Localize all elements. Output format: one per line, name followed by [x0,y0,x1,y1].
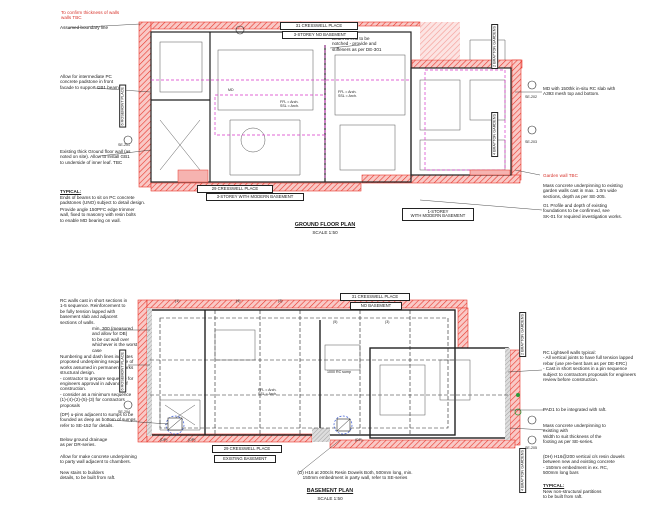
section-mark: SE-204 [118,410,130,414]
tag-31-cresswell-basement: 31 CRESSWELL PLACE [340,293,410,301]
note-pad1: PAD1 to be integrated with raft. [543,407,607,412]
typical-note-basement: TYPICAL: New non-structural partitions t… [543,478,653,505]
typical-body: New non-structural partitions to be buil… [543,488,602,500]
basement-plan-title: BASEMENT PLAN [306,488,354,494]
tag-dp-1: (DP) [160,438,168,442]
sequence-number: (5) [333,320,338,324]
tag-ffl-basement: FFL = Arch. SSL = Arch. [258,388,277,397]
sequence-number: (1) [175,299,180,303]
section-mark: SE-202 [525,95,537,99]
note-rc-lightwell: RC Lightwell walls typical: - All vertic… [543,350,636,383]
note-make-concrete: Allow for make concrete underpinning to … [60,454,137,465]
basement-plan [100,299,546,473]
label-rosemont-basement: 6 ROSEMONT PLACE [119,350,127,393]
label-brayton-2-ground: 2 BRAYTON GARDENS [491,24,499,70]
note-rc-wall-cast: RC walls cast in short sections in 1-5 s… [60,298,128,325]
note-existing-wall: Existing thick Ground floor wall (as not… [60,149,131,165]
tag-31-cresswell: 31 CRESSWELL PLACE [280,22,358,30]
note-min-dims: min. 300 (measured and allow for DB) to … [92,326,138,353]
tag-sump: 1000 RC sump [327,370,351,374]
sequence-number: (4) [236,299,241,303]
note-boundary-line: Assumed boundary line [60,25,109,30]
tag-ffl-right: FFL = Arch. SSL = Arch. [338,90,357,99]
note-precast-lintel: Provide angle 150PFC edge trimmer wall, … [60,207,136,223]
typical-heading: TYPICAL: [60,189,82,195]
label-brayton-4-ground: 4 BRAYTON GARDENS [491,112,499,158]
tag-ffl-left: FFL = Arch. SSL = Arch. [280,100,299,109]
section-mark: SE-203 [525,140,537,144]
note-garden-wall: Garden wall TBC [543,173,578,178]
note-new-stairs: New stairs to builders details, to be bu… [60,470,116,481]
tag-3-storey-modern-basement: 3-STOREY WITH MODERN BASEMENT [206,193,304,201]
tag-beam-md: MD [228,88,234,92]
typical-note-ground: TYPICAL: Ends of beams to sit on PC conc… [60,184,152,211]
label-rosemont-ground: 6 ROSEMONT PLACE [119,85,127,128]
section-mark: SE-201 [118,143,130,147]
tag-29-cresswell-basement: 29 CRESSWELL PLACE [212,445,282,453]
sequence-number: (2) [278,299,283,303]
section-mark: SE-205 [525,446,537,450]
note-rc-slab: MD with 150thk in-situ RC slab with A393… [543,86,616,97]
ground-plan-title: GROUND FLOOR PLAN [294,222,356,228]
note-numbering: Numbering and dash lines indicates propo… [60,354,134,408]
note-bottom-dowels: (D) H16 at 200c/s Resin Dowels Both, 500… [297,470,413,481]
note-below-drainage: Below ground drainage as per DR-series. [60,437,108,448]
note-dp-sumps: (DP) u-pins adjacent to sumps to be foun… [60,412,137,428]
ground-floor-plan [67,21,543,211]
label-brayton-4-basement: 4 BRAYTON GARDENS [519,448,527,494]
basement-plan-scale: SCALE 1:50 [317,496,343,501]
note-mass-concrete: Mass concrete underpinning to existing g… [543,183,623,199]
typical-body: Ends of beams to sit on PC concrete pads… [60,194,146,206]
note-h16-dowels: (DH) H16@200 vertical c/s resin dowels b… [543,454,625,476]
tag-3-storey-no-basement: 3-STOREY NO BASEMENT [282,31,358,39]
sequence-number: (3) [385,320,390,324]
tag-no-basement: NO BASEMENT [350,302,402,310]
tag-1-storey: 1-STOREY WITH MODERN BASEMENT [402,208,474,221]
label-brayton-2-basement: 2 BRAYTON GARDENS [519,312,527,358]
tag-existing-basement: EXISTING BASEMENT [214,455,276,463]
note-pc-padstone: Allow for intermediate PC concrete padst… [60,74,119,90]
tag-dp-3: (DP) [355,438,363,442]
note-mass-underpin: Mass concrete underpinning to existing w… [543,423,606,445]
tag-29-cresswell: 29 CRESSWELL PLACE [197,185,273,193]
note-profile-depth: Gt. Profile and depth of existing founda… [543,203,622,219]
note-walls-tbc: To confirm thickness of walls walls TBC [61,10,120,21]
typical-heading: TYPICAL: [543,483,565,489]
tag-dp-2: (DP) [188,438,196,442]
ground-plan-scale: SCALE 1:50 [312,230,338,235]
